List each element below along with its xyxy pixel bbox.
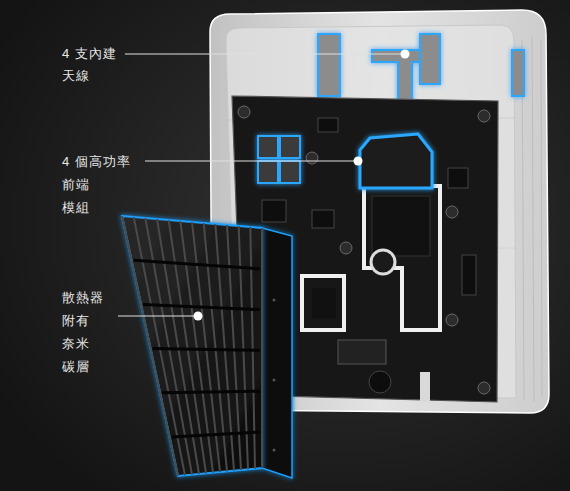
heatsink-groove xyxy=(134,260,260,269)
antennas xyxy=(318,34,524,108)
leader-dots xyxy=(194,50,410,321)
leader-lines xyxy=(118,54,402,316)
leader-dot xyxy=(194,312,203,321)
heatsink-groove xyxy=(143,304,260,309)
leader-line xyxy=(145,160,355,161)
leader-dot xyxy=(354,157,363,166)
heatsink-groove xyxy=(153,349,260,351)
callout-label: 4 支內建 天線 xyxy=(62,43,117,87)
heatsink-groove xyxy=(172,432,260,437)
callout-label: 4 個高功率 前端 模組 xyxy=(62,150,131,219)
leader-line xyxy=(118,315,195,316)
heatsink-groove xyxy=(162,391,260,393)
heatsink xyxy=(122,216,292,478)
callout-label: 散熱器 附有 奈米 碳層 xyxy=(62,286,104,378)
leader-dot xyxy=(401,50,410,59)
heatsink-fin xyxy=(261,228,263,468)
leader-line xyxy=(125,53,402,54)
